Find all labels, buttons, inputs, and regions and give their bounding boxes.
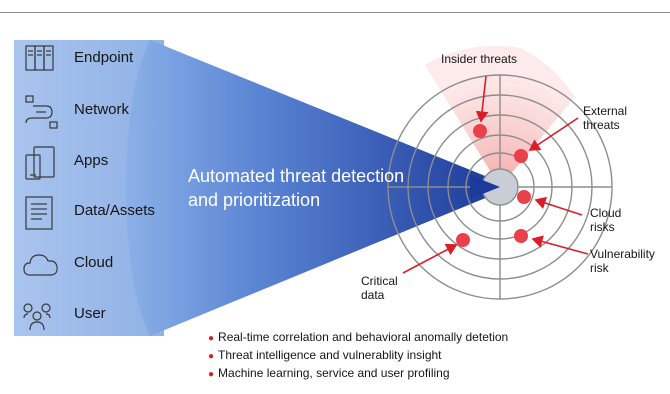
- capability-item: ●Threat intelligence and vulnerablity in…: [208, 347, 508, 365]
- external-arrow: [528, 117, 579, 151]
- external-threats-label: External threats: [583, 104, 627, 132]
- funnel-caption: Automated threat detection and prioritiz…: [188, 164, 404, 212]
- vulnerability-risk-line-2: risk: [590, 261, 609, 275]
- data-assets-icon: [25, 196, 53, 230]
- funnel-tip: [470, 175, 500, 199]
- cloud-risk-dot: [517, 190, 531, 204]
- funnel-caption-line-2: and prioritization: [188, 190, 321, 210]
- external-threats-line-1: External: [583, 104, 628, 118]
- network-icon: [25, 95, 58, 129]
- source-label-apps: Apps: [74, 152, 109, 169]
- source-network: Network: [20, 92, 170, 132]
- cloud-arrow: [534, 196, 583, 216]
- external-threat-dot: [514, 149, 528, 163]
- source-label-data-assets: Data/Assets: [74, 202, 155, 219]
- vulnerability-risk-dot: [514, 229, 528, 243]
- top-divider: [0, 12, 670, 13]
- source-label-endpoint: Endpoint: [74, 49, 134, 66]
- source-label-user: User: [74, 305, 106, 322]
- label-arrows: [402, 75, 589, 274]
- source-cloud: Cloud: [20, 245, 170, 285]
- capability-item: ●Machine learning, service and user prof…: [208, 365, 508, 383]
- insider-threat-zone: [425, 45, 520, 188]
- insider-threat-dot: [473, 124, 487, 138]
- source-apps: Apps: [20, 143, 170, 183]
- capability-text: Real-time correlation and behavioral ano…: [218, 330, 509, 344]
- bullet-icon: ●: [208, 351, 215, 362]
- insider-arrow: [475, 75, 489, 123]
- critical-data-line-1: Critical: [361, 274, 398, 288]
- external-threats-line-2: threats: [583, 118, 620, 132]
- critical-data-dot: [456, 233, 470, 247]
- critical-arrow: [402, 243, 458, 274]
- apps-icon: [25, 146, 55, 180]
- cloud-risks-line-1: Cloud: [590, 206, 622, 220]
- source-endpoint: Endpoint: [20, 40, 170, 80]
- insider-threats-label: Insider threats: [441, 52, 518, 66]
- source-data-assets: Data/Assets: [20, 193, 170, 233]
- funnel-caption-line-1: Automated threat detection: [188, 166, 405, 186]
- critical-data-label: Critical data: [361, 274, 398, 302]
- capability-item: ●Real-time correlation and behavioral an…: [208, 329, 508, 347]
- source-user: User: [20, 296, 170, 336]
- cloud-icon: [23, 254, 58, 276]
- threat-dots: [456, 124, 531, 247]
- cloud-risks-label: Cloud risks: [590, 206, 621, 234]
- source-label-cloud: Cloud: [74, 254, 114, 271]
- bullet-icon: ●: [208, 369, 215, 380]
- user-icon: [23, 303, 51, 331]
- capability-text: Machine learning, service and user profi…: [218, 366, 450, 380]
- capability-list: ●Real-time correlation and behavioral an…: [208, 329, 508, 383]
- source-label-network: Network: [74, 101, 130, 118]
- critical-data-line-2: data: [361, 288, 385, 302]
- vulnerability-arrow: [531, 235, 589, 255]
- cloud-risks-line-2: risks: [590, 220, 615, 234]
- capability-text: Threat intelligence and vulnerablity ins…: [218, 348, 442, 362]
- vulnerability-risk-label: Vulnerability risk: [590, 247, 655, 275]
- radar-rings: [387, 74, 613, 300]
- endpoint-icon: [25, 45, 54, 71]
- bullet-icon: ●: [208, 333, 215, 344]
- detection-funnel: [126, 40, 500, 336]
- vulnerability-risk-line-1: Vulnerability: [590, 247, 655, 261]
